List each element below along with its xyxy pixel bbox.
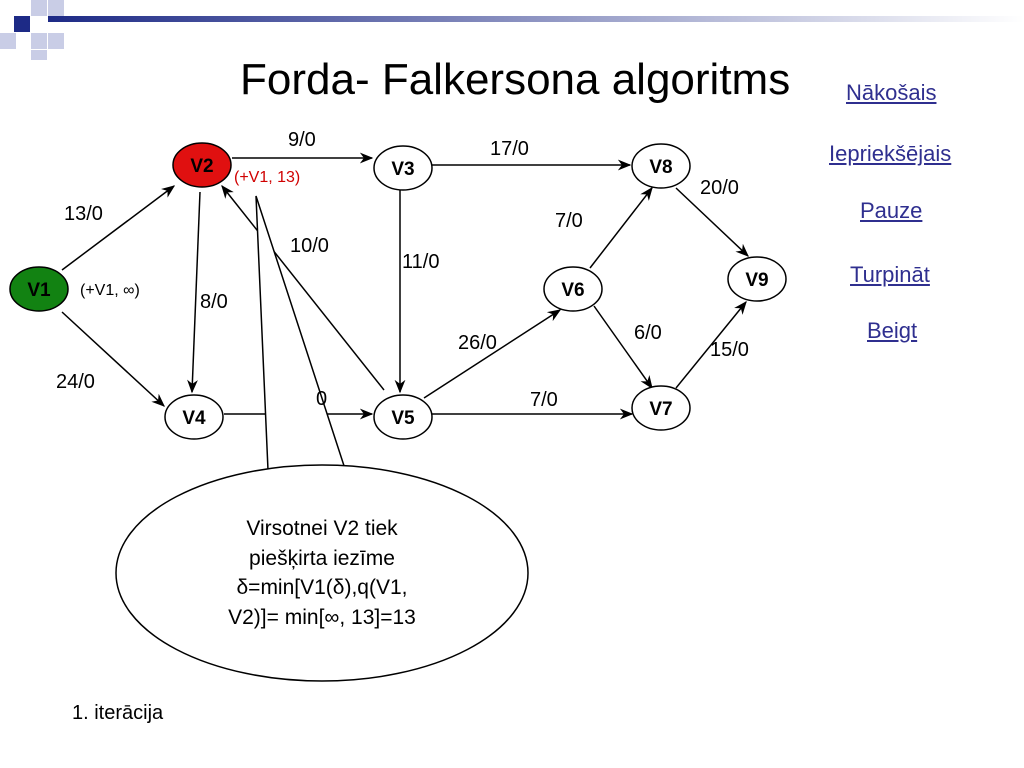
v2-mark: (+V1, 13)	[234, 169, 300, 186]
callout-line-4: V2)]= min[∞, 13]=13	[228, 606, 416, 629]
edges	[61, 152, 749, 420]
next-link[interactable]: Nākošais	[846, 80, 937, 105]
node-v7: V7	[631, 385, 691, 431]
edge-label-v2-v3: 9/0	[288, 129, 316, 151]
node-v1: V1	[9, 266, 69, 312]
node-v5-label: V5	[391, 408, 415, 429]
node-v2: V2	[172, 142, 232, 188]
v1-mark: (+V1, ∞)	[80, 282, 140, 299]
edge-v1-v4	[61, 311, 165, 407]
edge-v2-v4	[187, 191, 201, 394]
edge-label-v2-v4: 8/0	[200, 291, 228, 313]
node-v9-label: V9	[745, 270, 768, 291]
callout-line-2: piešķirta iezīme	[249, 547, 395, 570]
previous-link[interactable]: Iepriekšējais	[829, 141, 952, 166]
edge-label-v7-v9: 15/0	[710, 339, 749, 361]
iteration-label: 1. iterācija	[72, 702, 164, 724]
edge-label-v1-v2: 13/0	[64, 203, 103, 225]
node-v2-label: V2	[190, 156, 213, 177]
edge-label-v3-v8: 17/0	[490, 138, 529, 160]
node-v6: V6	[543, 266, 603, 312]
edge-label-v5-v6: 26/0	[458, 332, 497, 354]
corner-decoration	[0, 0, 1024, 60]
node-v3-label: V3	[391, 159, 414, 180]
edge-v1-v2	[61, 185, 176, 271]
edge-v6-v7	[593, 305, 653, 390]
callout-line-1: Virsotnei V2 tiek	[246, 517, 398, 540]
node-v4-label: V4	[182, 408, 206, 429]
edge-v7-v9	[675, 300, 747, 389]
node-v9: V9	[727, 256, 787, 302]
end-link[interactable]: Beigt	[867, 318, 918, 343]
node-v7-label: V7	[649, 399, 672, 420]
edge-label-v6-v7: 6/0	[634, 322, 662, 344]
callout: Virsotnei V2 tiek piešķirta iezīme δ=min…	[115, 195, 529, 682]
edge-label-v3-v5: 11/0	[402, 251, 439, 273]
edge-label-v8-v9: 20/0	[700, 177, 739, 199]
callout-line-3: δ=min[V1(δ),q(V1,	[236, 576, 407, 599]
node-v6-label: V6	[561, 280, 584, 301]
edge-v5-v6	[423, 309, 562, 399]
edge-label-v1-v4: 24/0	[56, 371, 95, 393]
edge-label-v5-v7: 7/0	[530, 389, 558, 411]
node-v4: V4	[164, 394, 224, 440]
continue-link[interactable]: Turpināt	[850, 262, 930, 287]
node-v8-label: V8	[649, 157, 672, 178]
page-title: Forda- Falkersona algoritms	[240, 55, 791, 104]
node-v5: V5	[373, 394, 433, 440]
edge-label-v4-v5: 0	[316, 388, 327, 410]
node-v3: V3	[373, 145, 433, 191]
pause-link[interactable]: Pauze	[860, 198, 923, 223]
node-v1-label: V1	[27, 280, 51, 301]
edge-label-v5-v2: 10/0	[290, 235, 329, 257]
edge-label-v6-v8: 7/0	[555, 210, 583, 232]
edge-v5-v2	[221, 184, 385, 391]
edge-v6-v8	[589, 186, 653, 269]
edge-v8-v9	[675, 187, 749, 257]
node-v8: V8	[631, 143, 691, 189]
